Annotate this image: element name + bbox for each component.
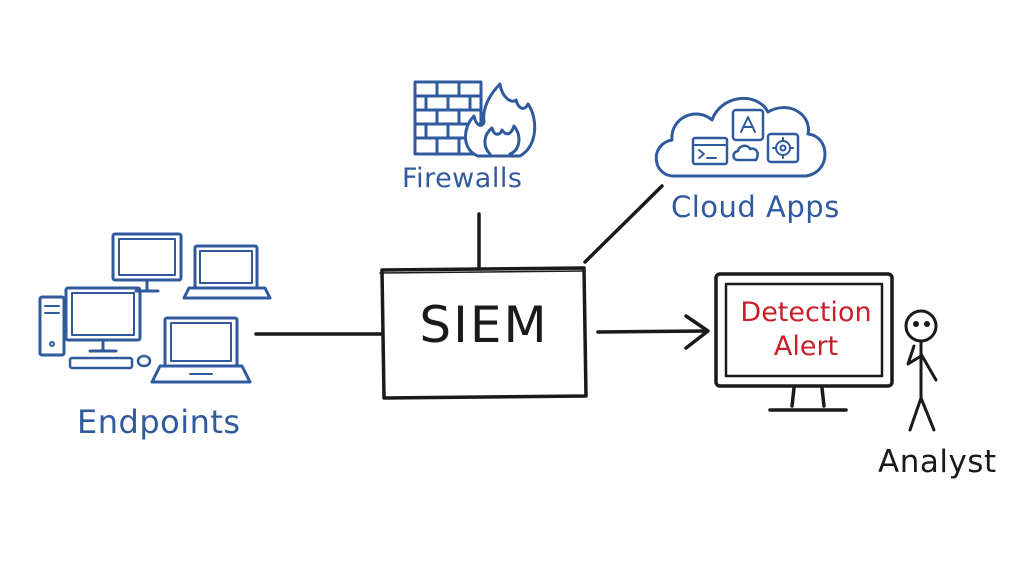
monitor-icon (714, 272, 894, 412)
detection-alert-label: Detection Alert (728, 296, 884, 364)
alert-arrow-head (684, 314, 710, 350)
stick-figure-icon (904, 309, 938, 432)
endpoints-label: Endpoints (77, 403, 241, 441)
detection-alert-line-1: Detection (740, 297, 872, 328)
cloud-apps-icon (654, 96, 827, 178)
firewall-icon (413, 80, 537, 158)
siem-box (379, 266, 588, 400)
cloud-apps-label: Cloud Apps (671, 190, 840, 224)
firewalls-label: Firewalls (402, 163, 523, 194)
alert-arrow-shaft (596, 329, 708, 334)
cloud-connector (583, 184, 664, 264)
endpoints-icon (38, 232, 272, 384)
detection-alert-line-2: Alert (773, 331, 839, 362)
siem-label: SIEM (419, 296, 549, 354)
connectors (254, 184, 710, 350)
analyst-label: Analyst (878, 444, 997, 480)
